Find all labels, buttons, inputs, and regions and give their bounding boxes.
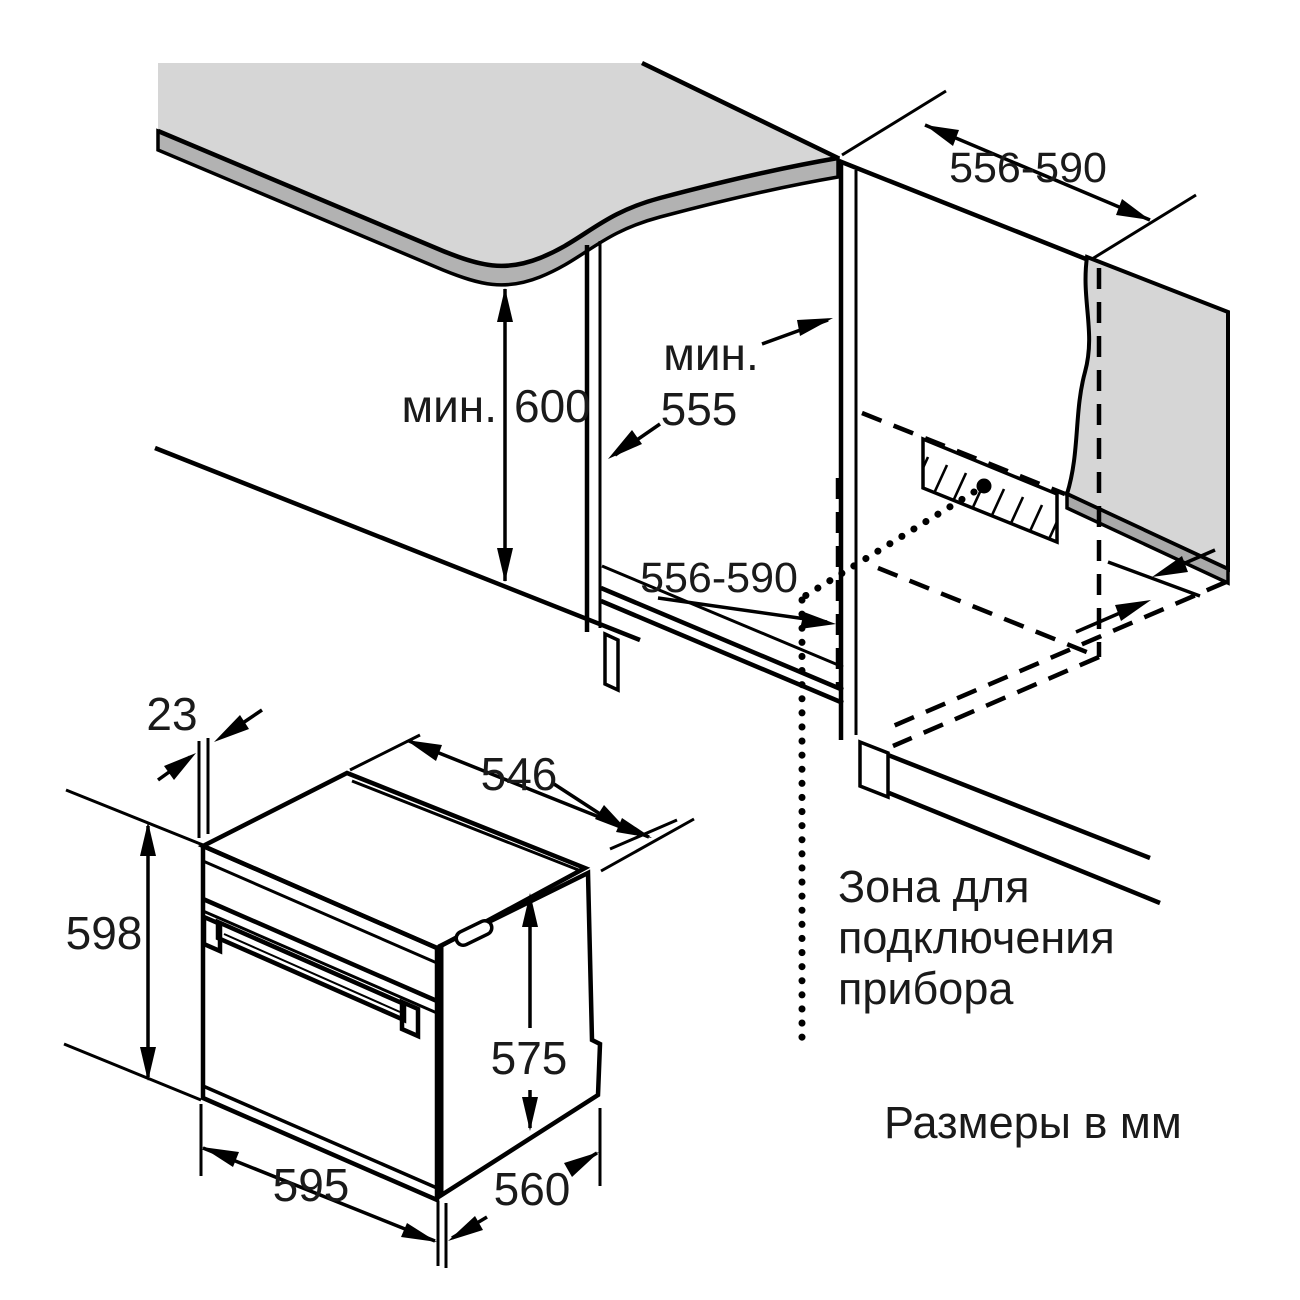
svg-text:прибора: прибора (838, 963, 1014, 1014)
connection-zone-leader (798, 488, 978, 1050)
svg-text:556-590: 556-590 (640, 554, 798, 602)
connection-point-dot (976, 478, 992, 494)
svg-text:мин.: мин. (401, 380, 497, 432)
dimension-body-height-575: 575 (491, 893, 568, 1131)
units-note: Размеры в мм (884, 1097, 1182, 1148)
svg-text:600: 600 (514, 380, 591, 432)
svg-text:23: 23 (146, 688, 197, 740)
dimension-niche-width-min-555: мин. 555 (608, 318, 833, 459)
svg-text:подключения: подключения (838, 912, 1115, 963)
floor-line-right-lower (888, 790, 1161, 906)
door-bottom-line (202, 1084, 438, 1190)
svg-text:мин.: мин. (663, 328, 759, 380)
control-panel-bottom-line (202, 896, 438, 1004)
hidden-niche-outline (835, 268, 1227, 749)
dimension-front-width-595: 595 (199, 1104, 440, 1266)
dimension-niche-depth-bottom: 556-590 (553, 548, 1216, 851)
floor-line-right-upper (887, 752, 1151, 861)
svg-text:560: 560 (494, 1163, 571, 1215)
dimension-body-depth-560: 560 (444, 1108, 602, 1268)
svg-text:556-590: 556-590 (949, 144, 1107, 192)
door-handle (201, 913, 421, 1040)
dimension-fascia-offset-23: 23 (146, 688, 263, 838)
svg-text:Зона для: Зона для (838, 861, 1029, 912)
connection-zone-label: Зона для подключения прибора (838, 861, 1115, 1014)
dimension-niche-depth-top: 556-590 (838, 89, 1197, 262)
oven-front-face (200, 842, 440, 1204)
shelf-back-edge (601, 564, 844, 669)
countertop-surface (158, 63, 838, 266)
left-panel-foot (603, 631, 620, 693)
oven-top-face-step-line (351, 779, 582, 873)
dimension-top-depth-546: 546 (349, 733, 695, 873)
countertop-front-edge (157, 128, 839, 269)
fascia-top-inner-line (202, 859, 438, 965)
svg-text:575: 575 (491, 1032, 568, 1084)
wall-panel (1064, 254, 1230, 573)
svg-text:595: 595 (273, 1159, 350, 1211)
door-top-line (202, 909, 438, 1015)
dimension-min-height-600: мин. 600 (401, 288, 591, 582)
countertop-back-edge (641, 60, 839, 161)
svg-text:555: 555 (661, 383, 738, 435)
floor-line-left (154, 445, 641, 643)
svg-text:546: 546 (481, 748, 558, 800)
side-grip-slot (454, 918, 494, 948)
oven-side-face (437, 869, 603, 1201)
svg-text:598: 598 (66, 907, 143, 959)
right-panel-foot (858, 739, 890, 800)
dimension-front-height-598: 598 (63, 788, 204, 1102)
